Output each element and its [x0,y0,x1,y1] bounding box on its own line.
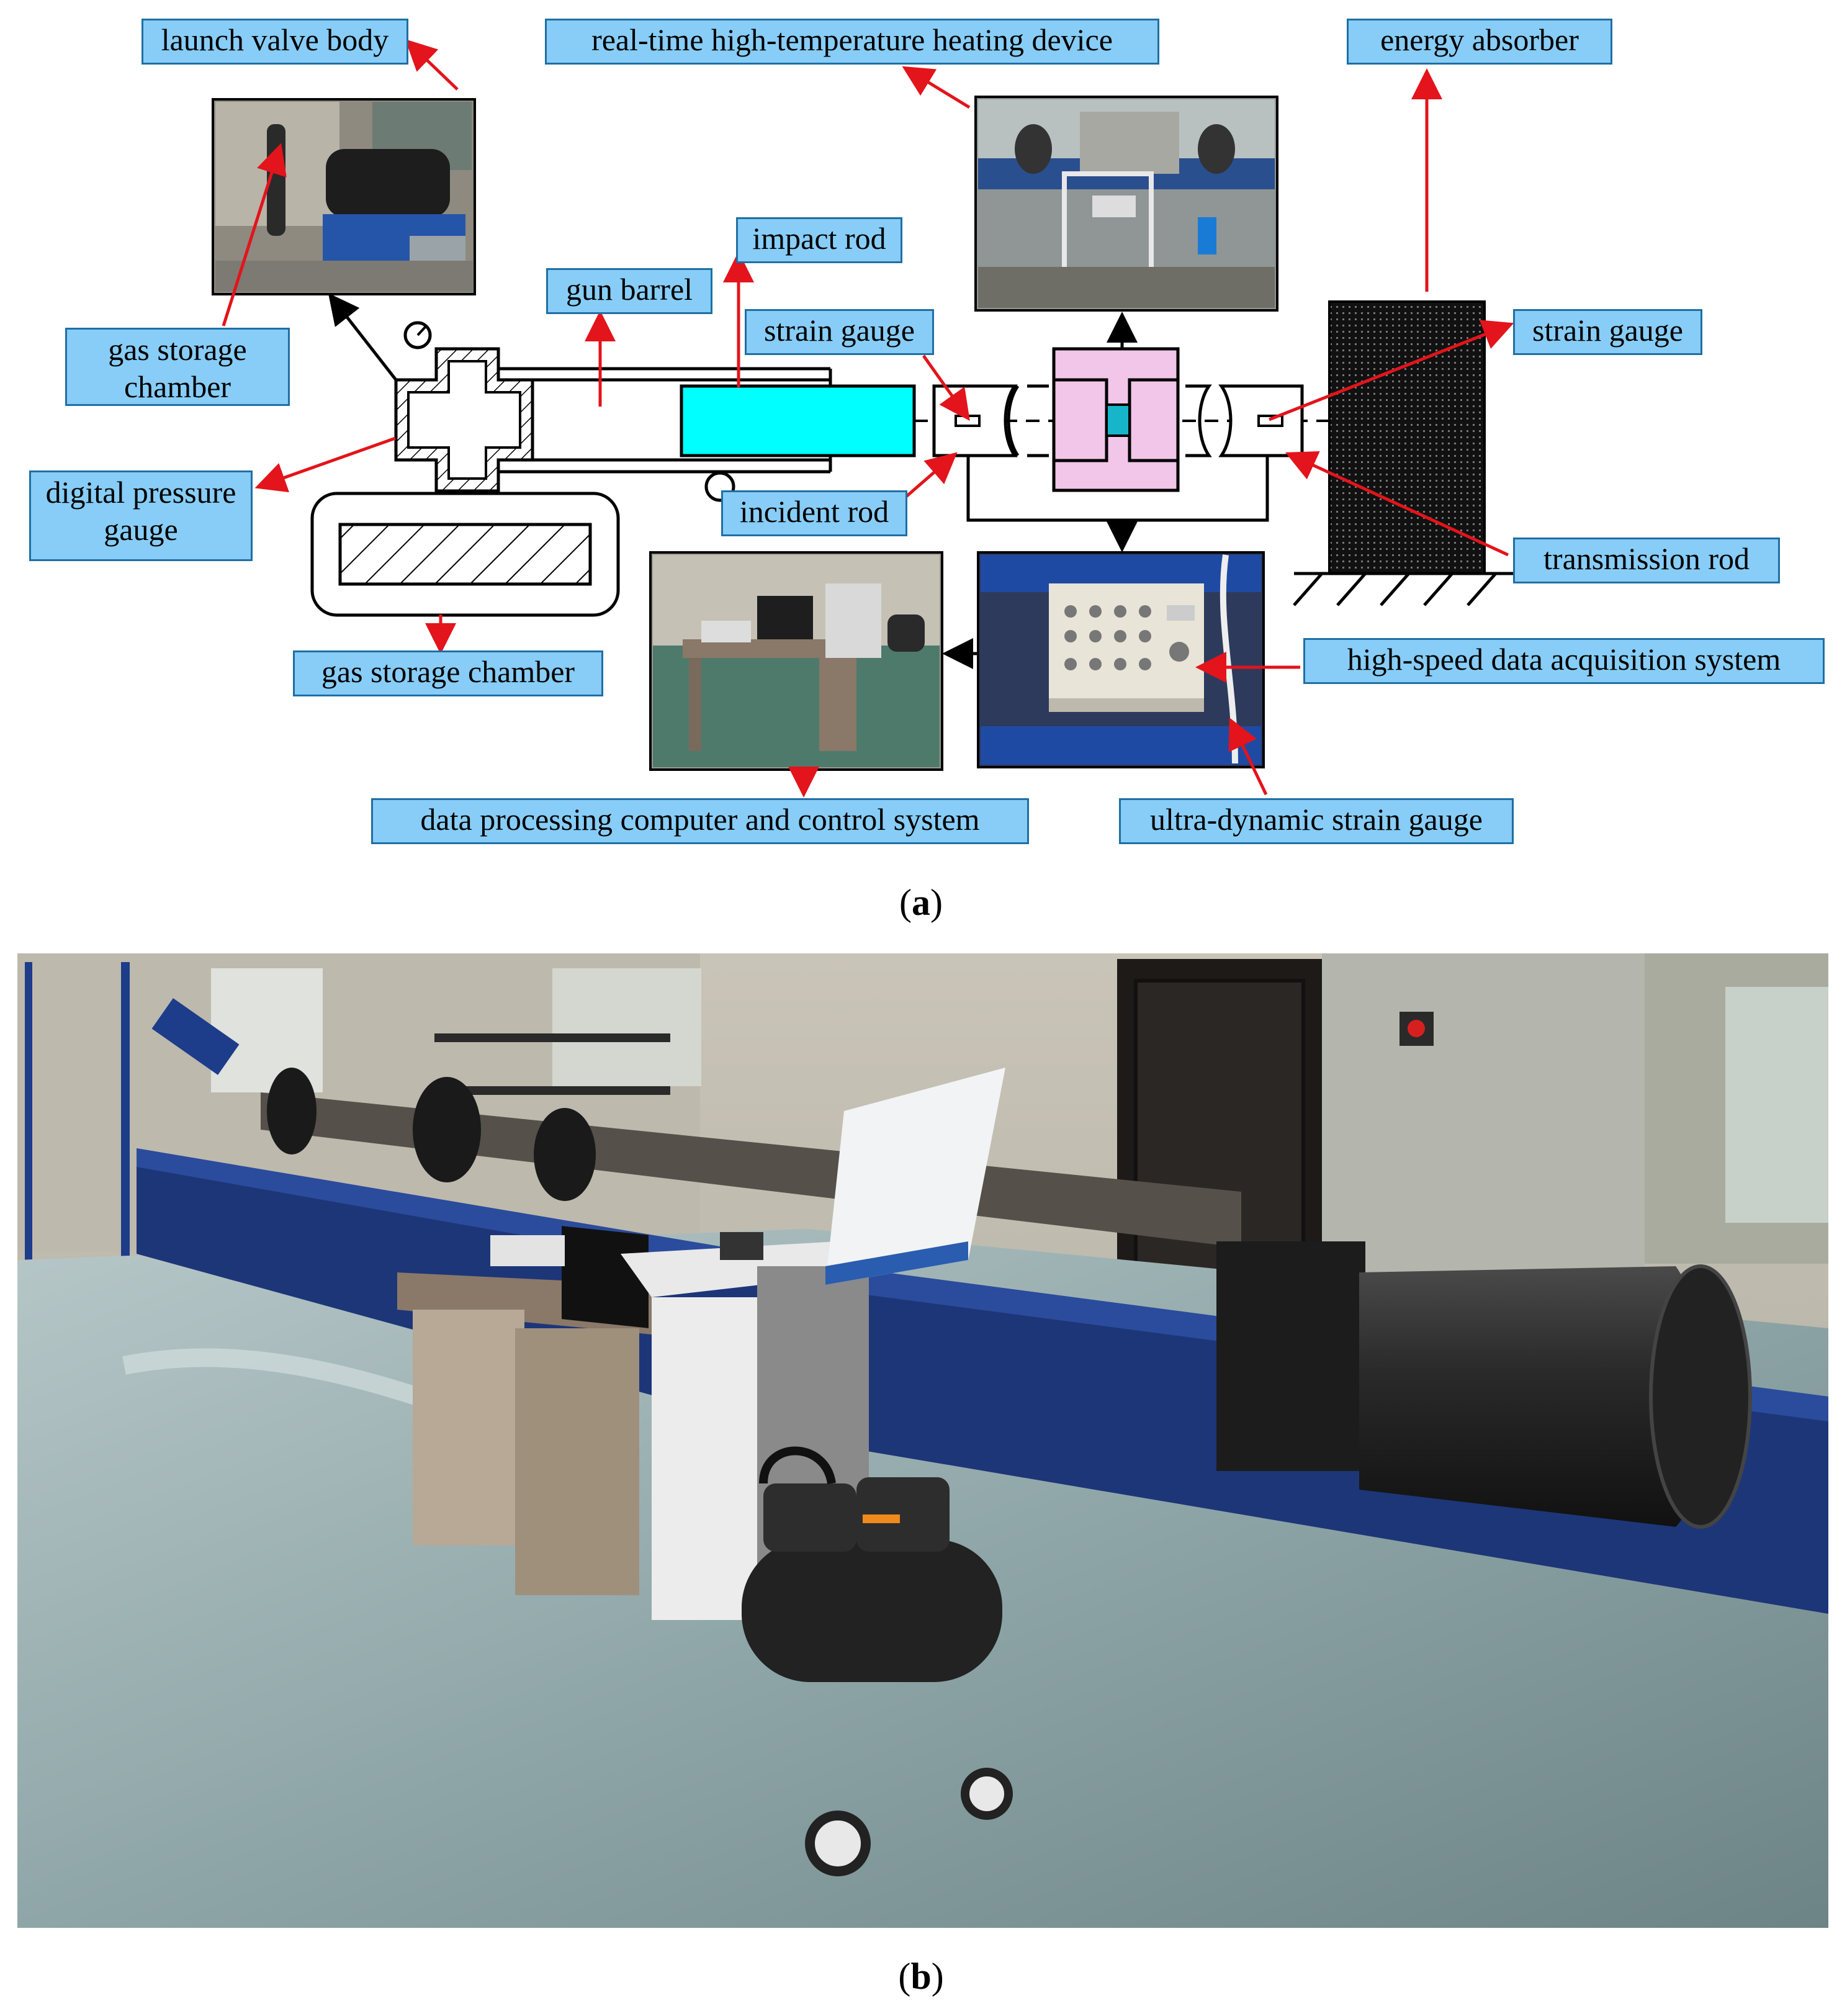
heating-device-photo [974,96,1278,312]
launch-valve-photo [212,98,476,295]
label-launch-valve-body: launch valve body [142,19,408,65]
label-gas-storage-chamber-lower: gas storage chamber [293,650,603,696]
label-gas-storage-chamber-upper: gas storage chamber [65,328,290,406]
launch-valve-body [394,321,534,493]
label-transmission-rod: transmission rod [1513,538,1780,583]
label-incident-rod: incident rod [721,490,907,536]
specimen-assembly [1052,347,1180,492]
label-high-speed-daq: high-speed data acquisition system [1303,638,1825,684]
label-strain-gauge-right: strain gauge [1513,309,1702,355]
energy-absorber [1293,300,1517,606]
computer-photo [649,551,943,771]
label-gun-barrel: gun barrel [546,268,712,314]
transmission-rod [1185,384,1304,457]
label-heating-device: real-time high-temperature heating devic… [545,19,1159,65]
incident-rod [932,384,1018,457]
daq-photo [977,551,1265,768]
caption-panel-b: (b) [898,1956,944,1997]
impact-rod [680,384,916,457]
label-data-processing: data processing computer and control sys… [371,798,1029,844]
label-energy-absorber: energy absorber [1347,19,1612,65]
caption-panel-a: (a) [899,882,943,923]
label-impact-rod: impact rod [736,217,902,263]
lab-photo [17,953,1828,1928]
gas-storage-chamber [310,492,620,617]
label-strain-gauge-left: strain gauge [745,309,934,355]
label-ultra-dynamic-strain-gauge: ultra-dynamic strain gauge [1119,798,1514,844]
label-digital-pressure-gauge: digital pressure gauge [29,470,253,561]
